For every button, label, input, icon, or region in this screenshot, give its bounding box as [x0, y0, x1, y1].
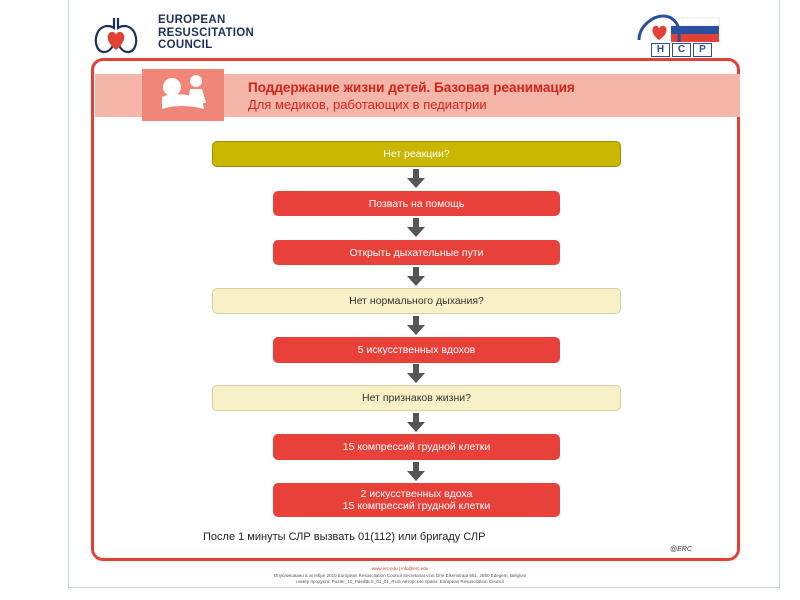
- banner-subtitle: Для медиков, работающих в педиатрии: [248, 97, 487, 112]
- footer-publication-line: Опубликовано в октябре 2010 European Res…: [273, 573, 527, 578]
- arrow-down-icon: [407, 169, 425, 188]
- nsr-logo-icon: [637, 14, 720, 42]
- nsr-letters: Н С Р: [651, 43, 712, 57]
- erc-lungs-heart-icon: [94, 17, 138, 54]
- banner-title: Поддержание жизни детей. Базовая реанима…: [248, 80, 575, 95]
- nsr-letter-n: Н: [651, 43, 670, 57]
- step-no-normal-breathing: Нет нормального дыхания?: [212, 288, 621, 314]
- step-five-rescue-breaths: 5 искусственных вдохов: [273, 337, 560, 363]
- step-open-airway: Открыть дыхательные пути: [273, 240, 560, 265]
- poster-frame: [91, 58, 740, 561]
- slide-bottom-edge: [68, 587, 780, 588]
- erc-name: EUROPEAN RESUSCITATION COUNCIL: [158, 14, 254, 52]
- erc-name-line1: EUROPEAN: [158, 14, 226, 26]
- banner-illustration: [142, 69, 224, 121]
- step-no-signs-of-life: Нет признаков жизни?: [212, 385, 621, 411]
- erc-name-line3: COUNCIL: [158, 39, 213, 51]
- nsr-letter-r: Р: [693, 43, 712, 57]
- slide-right-edge: [779, 0, 780, 590]
- slide-left-edge: [68, 0, 69, 590]
- step-fifteen-compressions: 15 компрессий грудной клетки: [273, 434, 560, 460]
- arrow-down-icon: [407, 364, 425, 383]
- arrow-down-icon: [407, 462, 425, 481]
- step-final-line2: 15 компрессий грудной клетки: [342, 500, 491, 512]
- arrow-down-icon: [407, 267, 425, 286]
- child-rescue-icon: [162, 75, 206, 109]
- step-call-for-help: Позвать на помощь: [273, 191, 560, 216]
- footer-product-line: номер продукта: Poster_10_PaedBLS_01_01_…: [296, 579, 504, 584]
- erc-name-line2: RESUSCITATION: [158, 26, 255, 39]
- step-final-line1: 2 искусственных вдоха: [360, 488, 473, 500]
- arrow-down-icon: [407, 316, 425, 335]
- copyright-signature: @ERC: [670, 546, 692, 553]
- arrow-down-icon: [407, 413, 425, 432]
- nsr-letter-s: С: [672, 43, 691, 57]
- step-breaths-and-compressions: 2 искусственных вдоха 15 компрессий груд…: [273, 483, 560, 517]
- footer-note: После 1 минуты СЛР вызвать 01(112) или б…: [203, 531, 486, 543]
- arrow-down-icon: [407, 218, 425, 237]
- step-no-response: Нет реакции?: [212, 141, 621, 167]
- footer-url: www.erc.edu | info@erc.edu: [371, 566, 429, 571]
